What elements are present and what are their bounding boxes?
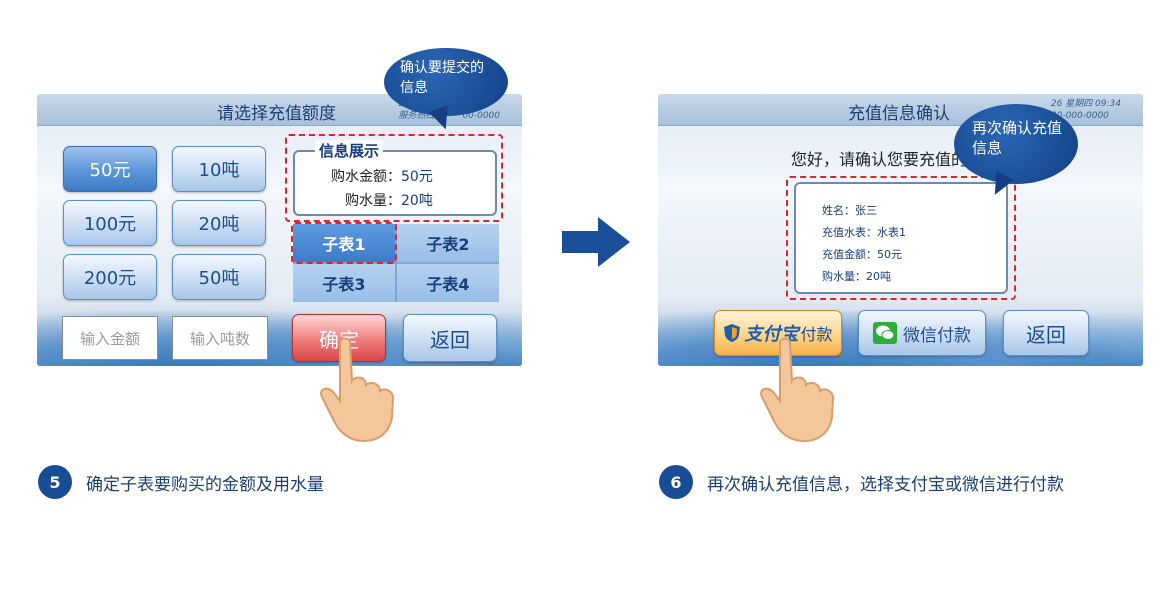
right-callout-text: 再次确认充值信息	[972, 119, 1063, 157]
right-callout-bubble: 再次确认充值信息	[954, 104, 1078, 200]
alipay-button[interactable]: 支付宝 付款	[714, 310, 842, 356]
step-6: 6 再次确认充值信息，选择支付宝或微信进行付款	[659, 465, 1064, 499]
info-amount-row: 购水金额：50元	[331, 166, 433, 186]
info-volume-value: 20吨	[401, 193, 433, 209]
right-screen-title: 充值信息确认	[848, 104, 950, 124]
right-back-button[interactable]: 返回	[1003, 310, 1089, 356]
next-step-arrow-icon	[562, 217, 630, 267]
pointing-hand-icon	[320, 337, 395, 443]
right-meta-phone: 00-000-0000	[1050, 111, 1109, 121]
ton-20-button[interactable]: 20吨	[172, 200, 266, 246]
right-title-bar: 充值信息确认 26 星期四 09:34 00-000-0000	[658, 94, 1143, 126]
step-5-text: 确定子表要购买的金额及用水量	[86, 474, 324, 495]
confirm-greeting: 您好，请确认您要充值的	[791, 150, 968, 169]
confirm-info-box: 姓名：张三 充值水表：水表1 充值金额：50元 购水量：20吨	[794, 182, 1008, 294]
left-screen-title: 请选择充值额度	[217, 104, 336, 124]
sub-meter-1-button[interactable]: 子表1	[293, 224, 395, 262]
amount-100-button[interactable]: 100元	[63, 200, 157, 246]
sub-meter-highlight-frame	[291, 222, 397, 264]
info-display-box: 信息展示 购水金额：50元 购水量：20吨	[293, 140, 497, 216]
info-volume-label: 购水量：	[345, 193, 401, 209]
confirm-info-lines: 姓名：张三 充值水表：水表1 充值金额：50元 购水量：20吨	[822, 200, 906, 288]
left-meta-phone: 00-0000	[462, 111, 500, 121]
amount-200-button[interactable]: 200元	[63, 254, 157, 300]
pointing-hand-icon	[760, 337, 835, 443]
step-6-text: 再次确认充值信息，选择支付宝或微信进行付款	[707, 474, 1064, 495]
sub-meter-4-button[interactable]: 子表4	[397, 264, 499, 302]
sub-meter-3-button[interactable]: 子表3	[293, 264, 395, 302]
confirm-meter: 充值水表：水表1	[822, 226, 906, 239]
amount-input[interactable]: 输入金额	[62, 316, 158, 360]
right-meta-date: 26 星期四 09:34	[1050, 99, 1121, 109]
info-display-heading: 信息展示	[315, 140, 384, 161]
info-volume-row: 购水量：20吨	[345, 190, 433, 210]
step-5: 5 确定子表要购买的金额及用水量	[38, 465, 324, 499]
wechat-pay-label: 微信付款	[903, 325, 971, 346]
left-callout-text: 确认要提交的信息	[400, 60, 484, 96]
step-5-number: 5	[38, 465, 72, 499]
alipay-shield-icon	[724, 324, 741, 342]
left-back-button[interactable]: 返回	[403, 314, 497, 362]
confirm-amount: 充值金额：50元	[822, 248, 902, 261]
left-callout-bubble: 确认要提交的信息	[384, 48, 508, 133]
step-6-number: 6	[659, 465, 693, 499]
amount-50-button[interactable]: 50元	[63, 146, 157, 192]
ton-input[interactable]: 输入吨数	[172, 316, 268, 360]
info-amount-label: 购水金额：	[331, 169, 401, 185]
ton-50-button[interactable]: 50吨	[172, 254, 266, 300]
wechat-icon	[873, 322, 897, 344]
info-highlight-frame	[285, 134, 503, 222]
ton-10-button[interactable]: 10吨	[172, 146, 266, 192]
sub-meter-2-button[interactable]: 子表2	[397, 224, 499, 262]
confirm-highlight-frame	[786, 176, 1016, 300]
wechat-pay-button[interactable]: 微信付款	[858, 310, 986, 356]
alipay-label: 付款	[800, 325, 833, 344]
confirm-volume: 购水量：20吨	[822, 270, 891, 283]
confirm-name: 姓名：张三	[822, 204, 877, 217]
right-title-meta: 26 星期四 09:34 00-000-0000	[1051, 98, 1121, 122]
left-meta-hotline: 服务热线	[398, 111, 435, 121]
info-amount-value: 50元	[401, 169, 433, 185]
